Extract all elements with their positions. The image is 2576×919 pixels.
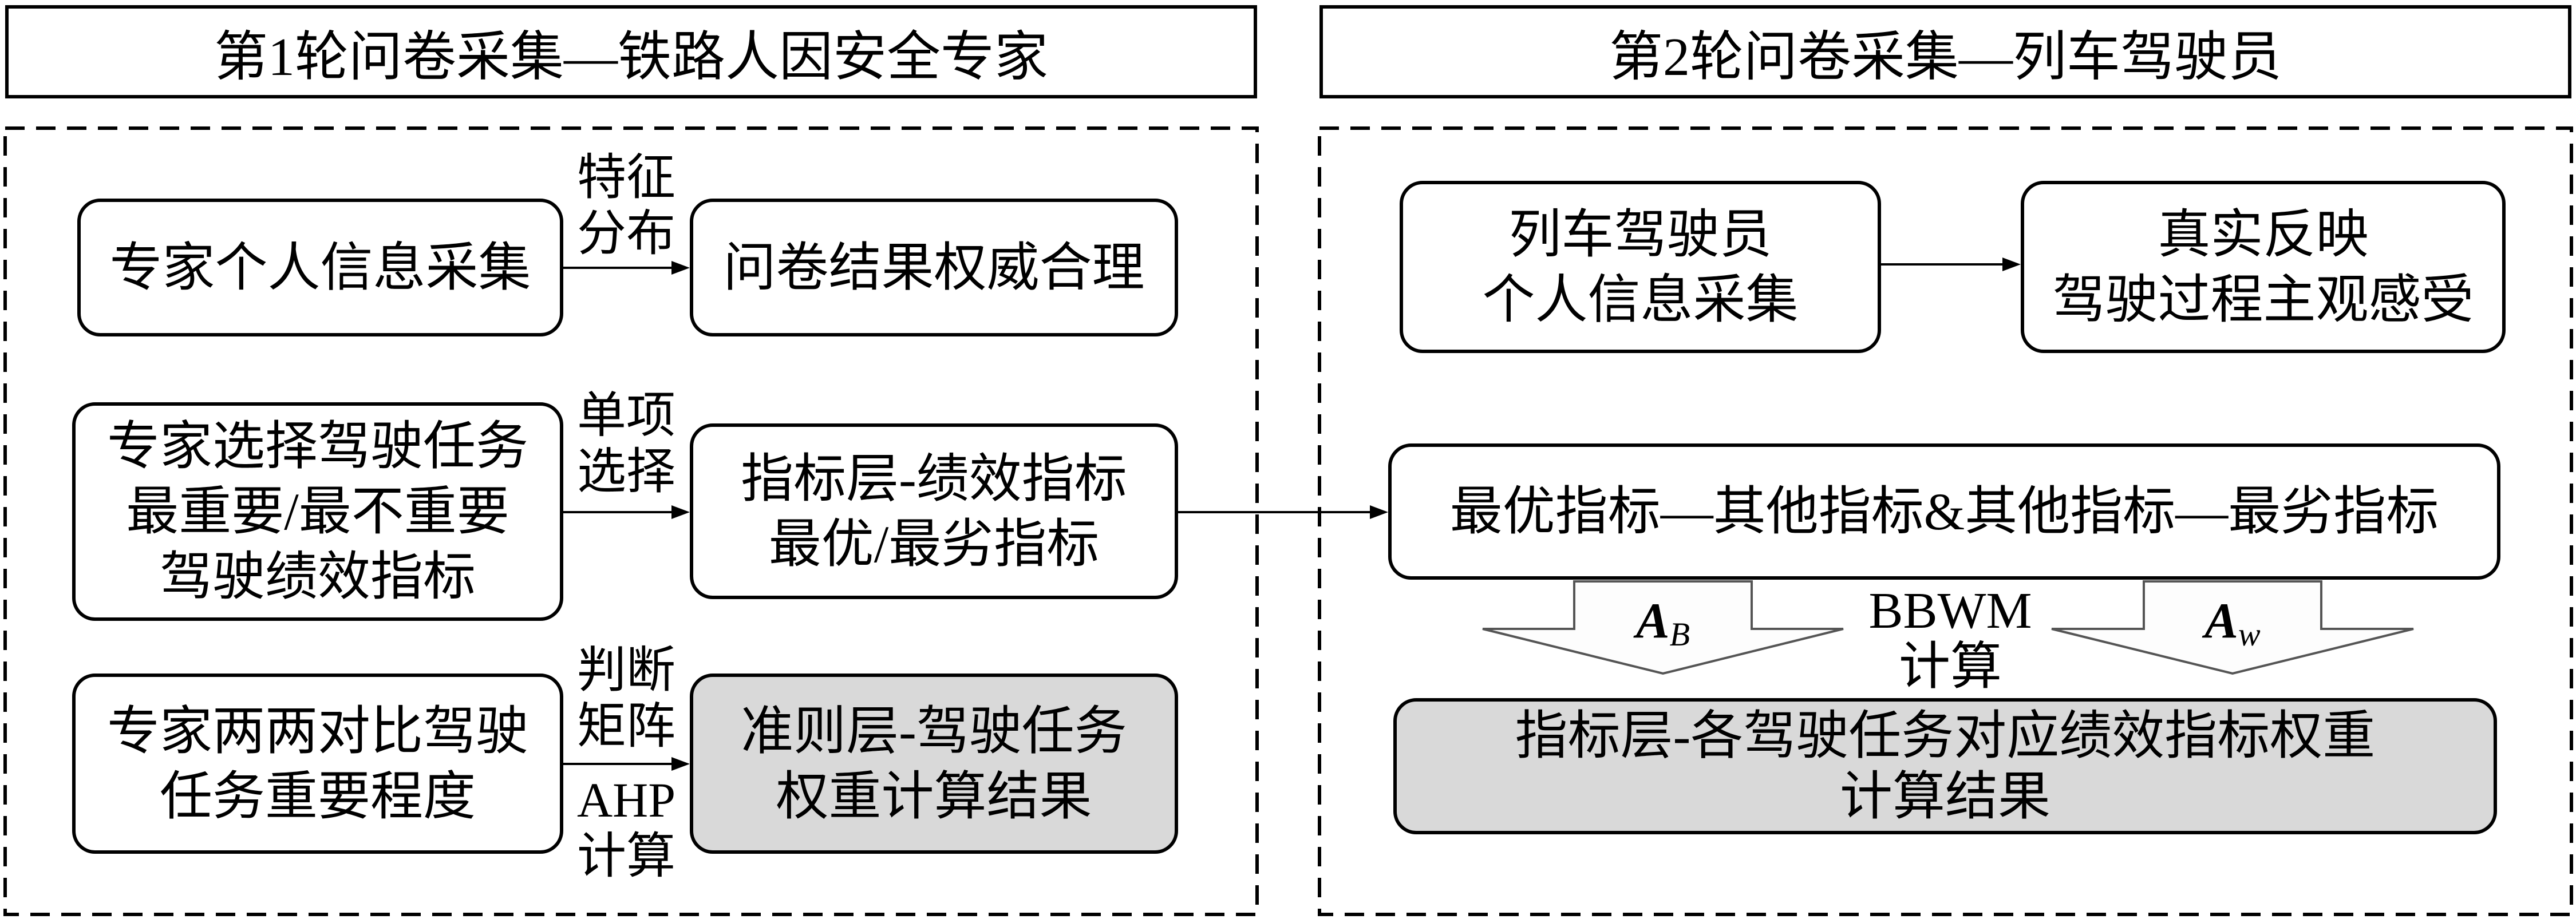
label-line: 判断	[577, 643, 675, 698]
arrow-compare-to-criteria-result	[563, 757, 690, 771]
arrow-head	[671, 757, 690, 771]
node-text: 专家两两对比驾驶	[106, 702, 528, 760]
node-text: 问卷结果权威合理	[723, 238, 1145, 297]
label-ahp-calculation: AHP 计算	[577, 772, 675, 884]
node-text: 个人信息采集	[1482, 270, 1799, 329]
round1-panel	[3, 126, 1259, 916]
round2-panel	[1318, 126, 2573, 916]
driver-info-node: 列车驾驶员 个人信息采集	[1400, 181, 1881, 353]
aw-sub: w	[2238, 616, 2261, 653]
node-text: 专家个人信息采集	[109, 238, 531, 297]
arrow-select-task-to-best-worst	[563, 505, 690, 519]
label-line: 计算	[576, 829, 675, 884]
label-line: 单项	[577, 388, 675, 443]
label-feature-distribution: 特征 分布	[577, 149, 675, 262]
arrow-head	[2002, 258, 2021, 271]
ab-main: A	[1635, 593, 1670, 649]
arrow-driver-info-to-reflect	[1881, 258, 2021, 271]
node-text: 准则层-驾驶任务	[741, 702, 1127, 760]
node-text: 计算结果	[1839, 767, 2050, 826]
ab-sub: B	[1669, 616, 1690, 653]
authority-node: 问卷结果权威合理	[690, 199, 1178, 336]
best-worst-node: 指标层-绩效指标 最优/最劣指标	[690, 423, 1178, 599]
round1-title: 第1轮问卷采集—铁路人因安全专家	[214, 27, 1048, 87]
label-line: 特征	[577, 150, 675, 205]
weight-result-node: 指标层-各驾驶任务对应绩效指标权重 计算结果	[1393, 698, 2497, 834]
node-text: 驾驶过程主观感受	[2052, 270, 2474, 329]
label-line: 计算	[1899, 639, 2002, 695]
round1-header: 第1轮问卷采集—铁路人因安全专家	[5, 5, 1257, 98]
node-text: 真实反映	[2158, 205, 2369, 264]
node-text: 驾驶绩效指标	[159, 548, 476, 606]
label-line: 矩阵	[577, 699, 675, 754]
node-text: 权重计算结果	[776, 767, 1092, 826]
arrow-best-worst-to-comparison	[1178, 505, 1388, 519]
label-line: AHP	[576, 773, 676, 827]
arrow-head	[1370, 505, 1388, 519]
criteria-result-node: 准则层-驾驶任务 权重计算结果	[690, 674, 1178, 854]
label-single-selection: 单项 选择	[577, 387, 675, 500]
block-arrow-aw-label: Aw	[2204, 593, 2260, 663]
node-text: 指标层-各驾驶任务对应绩效指标权重	[1515, 707, 2376, 765]
round2-title: 第2轮问卷采集—列车驾驶员	[1609, 27, 2282, 87]
node-text: 列车驾驶员	[1508, 205, 1772, 264]
label-line: BBWM	[1868, 583, 2032, 639]
reflect-node: 真实反映 驾驶过程主观感受	[2021, 181, 2506, 353]
compare-node: 专家两两对比驾驶 任务重要程度	[72, 674, 563, 854]
select-task-node: 专家选择驾驶任务 最重要/最不重要 驾驶绩效指标	[72, 402, 563, 621]
expert-info-node: 专家个人信息采集	[77, 199, 563, 336]
block-arrow-ab-label: AB	[1636, 593, 1690, 663]
arrow-head	[671, 261, 690, 275]
label-line: 选择	[577, 444, 675, 499]
node-text: 指标层-绩效指标	[741, 449, 1127, 508]
block-arrow-ab	[1482, 580, 1844, 675]
round2-header: 第2轮问卷采集—列车驾驶员	[1319, 5, 2571, 98]
comparison-node: 最优指标—其他指标&其他指标—最劣指标	[1388, 443, 2500, 580]
arrow-expert-info-to-authority	[563, 261, 690, 275]
label-judgment-matrix: 判断 矩阵	[577, 642, 675, 754]
aw-main: A	[2204, 593, 2239, 649]
node-text: 最优/最劣指标	[768, 514, 1100, 573]
label-line: 分布	[577, 206, 675, 261]
node-text: 最重要/最不重要	[126, 482, 509, 541]
node-text: 专家选择驾驶任务	[106, 417, 528, 476]
label-bbwm-calculation: BBWM 计算	[1868, 583, 2032, 695]
node-text: 任务重要程度	[159, 767, 476, 826]
block-arrow-aw	[2051, 580, 2414, 675]
node-text: 最优指标—其他指标&其他指标—最劣指标	[1449, 482, 2439, 541]
arrow-head	[671, 505, 690, 519]
